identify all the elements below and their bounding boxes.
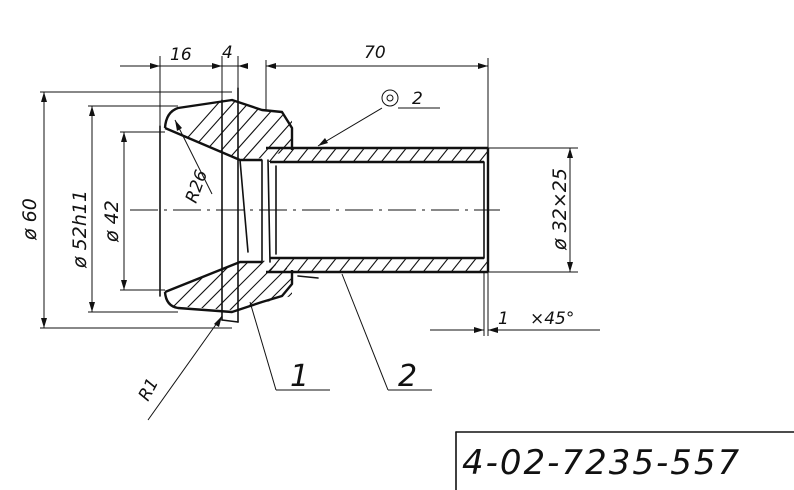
flange-outline — [159, 87, 294, 323]
radius-26-label: R26 — [182, 167, 212, 205]
chamfer-size-label: 1 — [498, 309, 509, 329]
chamfer-angle-label: ×45° — [530, 309, 574, 329]
weld-symbol-label: 2 — [412, 89, 423, 109]
title-block — [455, 431, 794, 490]
dim-dia42-label: ø 42 — [101, 200, 123, 243]
dim-dia60-label: ø 60 — [19, 198, 41, 241]
tube-outline — [266, 146, 490, 279]
dim-16-label: 16 — [170, 45, 192, 65]
tube-section-hatch — [268, 148, 488, 272]
dim-dia52-label: ø 52h11 — [69, 190, 91, 269]
dimension-lines — [40, 56, 600, 421]
dim-dia32-label: ø 32×25 — [549, 168, 571, 251]
part-2-label: 2 — [398, 359, 417, 394]
dim-4-label: 4 — [222, 43, 233, 63]
dim-70-label: 70 — [364, 43, 386, 63]
part-1-label: 1 — [290, 359, 309, 394]
document-number: 4-02-7235-557 — [462, 443, 741, 483]
radius-1-label: R1 — [135, 375, 163, 404]
